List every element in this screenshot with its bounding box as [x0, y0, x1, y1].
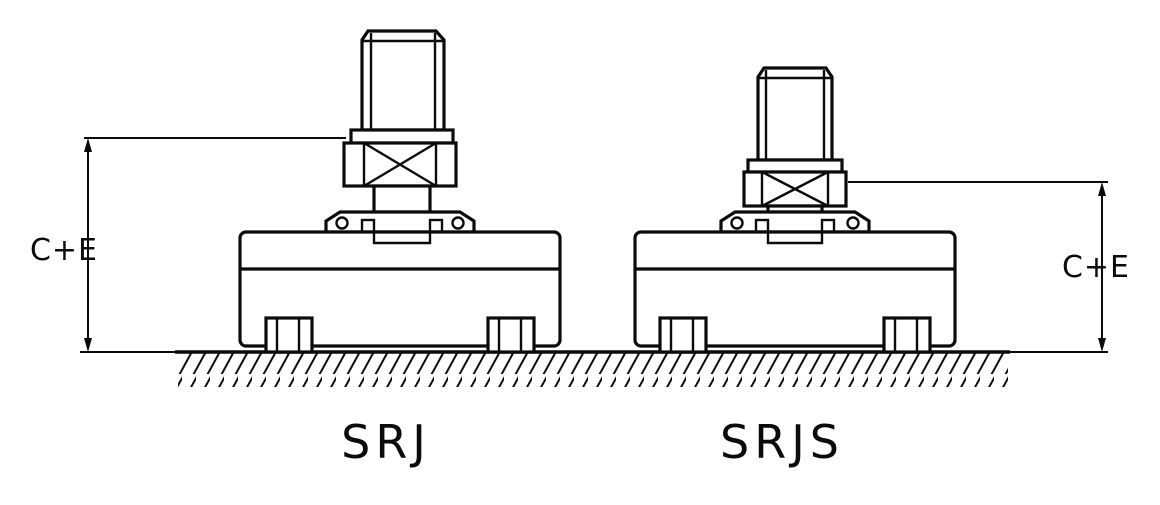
- srj-foot-left: [264, 316, 314, 354]
- arrow-down-icon: [1098, 338, 1106, 352]
- srj-foot-right-inner: [497, 316, 523, 354]
- srj-shaft: [360, 29, 446, 132]
- srjs-washer: [746, 158, 844, 174]
- srj-neck: [372, 184, 432, 214]
- arrow-up-icon: [84, 138, 92, 152]
- device-srjs: [633, 66, 957, 354]
- srjs-flange-hole-left: [730, 216, 744, 230]
- srj-body-notch: [372, 232, 432, 245]
- ground-hatching: [178, 353, 1008, 387]
- arrow-down-icon: [84, 338, 92, 352]
- srj-flange-hole-right: [451, 216, 465, 230]
- srjs-foot-right: [882, 316, 932, 354]
- dimension-left: C+E: [30, 137, 346, 353]
- arrow-up-icon: [1098, 182, 1106, 196]
- dimension-right: C+E: [848, 181, 1130, 353]
- srjs-foot-left: [658, 316, 708, 354]
- srj-nut-cross-2: [363, 141, 437, 188]
- dimension-label-left: C+E: [30, 233, 98, 268]
- srj-foot-left-inner: [275, 316, 301, 354]
- srjs-flange-hole-right: [846, 216, 860, 230]
- srjs-body-notch: [766, 232, 824, 245]
- srjs-body: [633, 230, 957, 348]
- srj-flange-hole-left: [335, 216, 349, 230]
- device-label-srjs: SRJS: [720, 415, 844, 469]
- device-srj: [238, 29, 562, 354]
- captions: SRJ SRJS: [341, 415, 844, 469]
- srj-washer: [349, 128, 455, 145]
- srj-foot-right: [486, 316, 536, 354]
- srjs-nut-cross-2: [761, 170, 829, 208]
- srjs-foot-left-inner: [669, 316, 695, 354]
- srjs-foot-right-inner: [893, 316, 919, 354]
- srj-body: [238, 230, 562, 348]
- srjs-shaft: [756, 66, 834, 162]
- device-label-srj: SRJ: [341, 415, 431, 469]
- ground: [175, 350, 1010, 387]
- dimension-label-right: C+E: [1062, 250, 1130, 285]
